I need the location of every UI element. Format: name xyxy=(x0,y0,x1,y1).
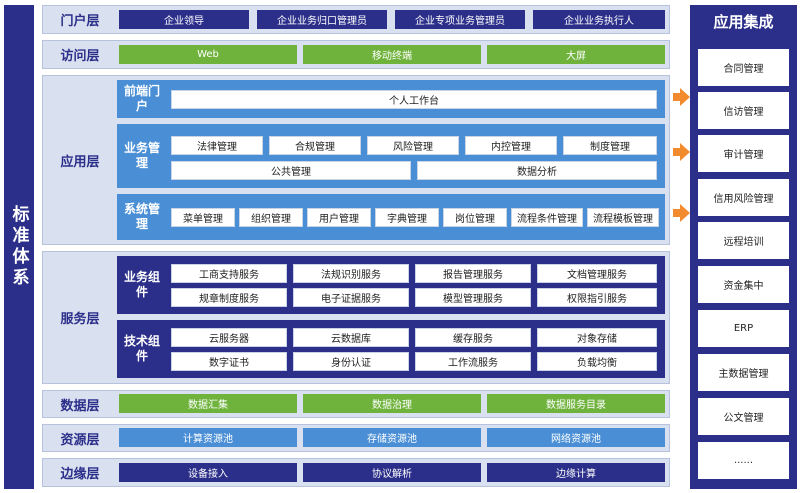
integration-item-credit-risk: 信用风险管理 xyxy=(698,179,789,216)
flow-condition-management: 流程条件管理 xyxy=(511,208,583,227)
business-component-panel: 业务组件 工商支持服务 法规识别服务 报告管理服务 文档管理服务 规章制度服务 … xyxy=(117,256,665,314)
standard-system-bar: 标准体系 xyxy=(4,5,34,489)
regulation-recognition-service: 法规识别服务 xyxy=(293,264,409,283)
regulation-management: 制度管理 xyxy=(563,136,657,155)
portal-item-special-admin: 企业专项业务管理员 xyxy=(395,10,525,29)
storage-pool: 存储资源池 xyxy=(303,428,481,447)
cache-service: 缓存服务 xyxy=(415,328,531,347)
application-layer-name: 应用层 xyxy=(60,154,100,170)
integration-item-remote-training: 远程培训 xyxy=(698,222,789,259)
integration-item-contract: 合同管理 xyxy=(698,49,789,86)
cloud-database: 云数据库 xyxy=(293,328,409,347)
dictionary-management: 字典管理 xyxy=(375,208,439,227)
tech-component-panel: 技术组件 云服务器 云数据库 缓存服务 对象存储 数字证书 身份认证 工作流服务… xyxy=(117,320,665,378)
resource-layer-name: 资源层 xyxy=(60,432,100,448)
arrow-shaft-1 xyxy=(673,93,681,101)
object-storage: 对象存储 xyxy=(537,328,657,347)
data-service-catalog: 数据服务目录 xyxy=(487,394,665,413)
integration-panel: 应用集成 合同管理 信访管理 审计管理 信用风险管理 远程培训 资金集中 ERP… xyxy=(690,5,797,489)
access-item-bigscreen: 大屏 xyxy=(487,45,665,64)
portal-layer-name: 门户层 xyxy=(60,14,100,29)
edge-computing: 边缘计算 xyxy=(487,463,665,482)
business-management-label: 业务管理 xyxy=(123,141,160,170)
user-management: 用户管理 xyxy=(307,208,371,227)
application-layer: 应用层 前端门户 个人工作台 业务管理 法律管理 合规管理 风险管理 内控管理 … xyxy=(42,75,670,245)
arrow-right-icon xyxy=(680,143,690,161)
digital-certificate: 数字证书 xyxy=(171,352,287,371)
integration-item-master-data: 主数据管理 xyxy=(698,354,789,391)
service-layer-name: 服务层 xyxy=(60,312,100,327)
evidence-service: 电子证据服务 xyxy=(293,288,409,307)
business-component-label: 业务组件 xyxy=(123,270,160,299)
system-management-label: 系统管理 xyxy=(123,202,160,231)
access-layer: 访问层 Web 移动终端 大屏 xyxy=(42,40,670,69)
edge-layer-name: 边缘层 xyxy=(60,467,100,482)
legal-management: 法律管理 xyxy=(171,136,263,155)
risk-management: 风险管理 xyxy=(367,136,459,155)
compute-pool: 计算资源池 xyxy=(119,428,297,447)
tech-component-label: 技术组件 xyxy=(123,334,160,363)
arrow-shaft-2 xyxy=(673,148,681,156)
protocol-parsing: 协议解析 xyxy=(303,463,481,482)
data-collection: 数据汇集 xyxy=(119,394,297,413)
identity-auth: 身份认证 xyxy=(293,352,409,371)
data-layer: 数据层 数据汇集 数据治理 数据服务目录 xyxy=(42,390,670,418)
org-management: 组织管理 xyxy=(239,208,303,227)
permission-guide-service: 权限指引服务 xyxy=(537,288,657,307)
portal-item-admin: 企业业务归口管理员 xyxy=(257,10,387,29)
report-management-service: 报告管理服务 xyxy=(415,264,531,283)
network-pool: 网络资源池 xyxy=(487,428,665,447)
integration-item-petition: 信访管理 xyxy=(698,92,789,129)
arrow-shaft-3 xyxy=(673,209,681,217)
edge-layer: 边缘层 设备接入 协议解析 边缘计算 xyxy=(42,458,670,487)
integration-item-more: ...... xyxy=(698,442,789,479)
cloud-server: 云服务器 xyxy=(171,328,287,347)
access-layer-name: 访问层 xyxy=(60,49,100,64)
portal-layer: 门户层 企业领导 企业业务归口管理员 企业专项业务管理员 企业业务执行人 xyxy=(42,5,670,34)
portal-item-leader: 企业领导 xyxy=(119,10,249,29)
business-support-service: 工商支持服务 xyxy=(171,264,287,283)
service-layer: 服务层 业务组件 工商支持服务 法规识别服务 报告管理服务 文档管理服务 规章制… xyxy=(42,251,670,384)
front-portal-label: 前端门户 xyxy=(123,84,160,113)
document-management-service: 文档管理服务 xyxy=(537,264,657,283)
integration-item-erp: ERP xyxy=(698,310,789,347)
arrow-right-icon xyxy=(680,88,690,106)
integration-title: 应用集成 xyxy=(713,13,774,31)
portal-item-executor: 企业业务执行人 xyxy=(533,10,665,29)
access-item-web: Web xyxy=(119,45,297,64)
position-management: 岗位管理 xyxy=(443,208,507,227)
personal-workbench: 个人工作台 xyxy=(171,90,657,109)
system-management-panel: 系统管理 菜单管理 组织管理 用户管理 字典管理 岗位管理 流程条件管理 流程模… xyxy=(117,194,665,240)
access-item-mobile: 移动终端 xyxy=(303,45,481,64)
integration-item-audit: 审计管理 xyxy=(698,135,789,172)
workflow-service: 工作流服务 xyxy=(415,352,531,371)
integration-item-document: 公文管理 xyxy=(698,398,789,435)
compliance-management: 合规管理 xyxy=(269,136,361,155)
data-layer-name: 数据层 xyxy=(60,398,100,414)
public-management: 公共管理 xyxy=(171,161,411,180)
integration-item-fund: 资金集中 xyxy=(698,266,789,303)
resource-layer: 资源层 计算资源池 存储资源池 网络资源池 xyxy=(42,424,670,452)
flow-template-management: 流程模板管理 xyxy=(587,208,659,227)
device-access: 设备接入 xyxy=(119,463,297,482)
menu-management: 菜单管理 xyxy=(171,208,235,227)
data-analysis: 数据分析 xyxy=(417,161,657,180)
front-portal-panel: 前端门户 个人工作台 xyxy=(117,80,665,118)
rules-service: 规章制度服务 xyxy=(171,288,287,307)
arrow-right-icon xyxy=(680,204,690,222)
internal-control-management: 内控管理 xyxy=(465,136,557,155)
load-balancing: 负载均衡 xyxy=(537,352,657,371)
model-management-service: 模型管理服务 xyxy=(415,288,531,307)
data-governance: 数据治理 xyxy=(303,394,481,413)
business-management-panel: 业务管理 法律管理 合规管理 风险管理 内控管理 制度管理 公共管理 数据分析 xyxy=(117,124,665,188)
standard-system-label: 标准体系 xyxy=(8,205,29,289)
